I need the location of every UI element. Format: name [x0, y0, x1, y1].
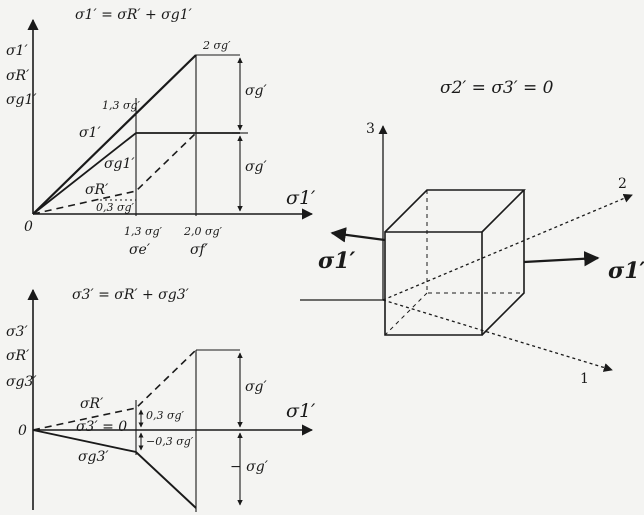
sigma1-total-line	[32, 54, 197, 215]
bottom-pt-up: 0,3 σg′	[146, 409, 185, 422]
bottom-y-label-sigmaR: σR′	[6, 348, 30, 364]
bottom-curve-sigmag3: σg3′	[78, 449, 109, 465]
top-dim-lower: σg′	[245, 159, 267, 175]
force-left-label: σ1′	[318, 248, 356, 274]
force-right-arrow	[523, 251, 600, 267]
bottom-dim-upper: σg′	[245, 379, 267, 395]
bottom-chart	[27, 288, 314, 512]
bottom-y-label-sigmag3: σg3′	[6, 374, 37, 390]
top-y-label-sigmag1: σg1′	[6, 92, 37, 108]
top-pt-1-3: 1,3 σg′	[102, 99, 141, 112]
cube-hidden-edges	[384, 190, 524, 336]
top-origin: 0	[24, 219, 33, 235]
top-chart	[27, 18, 314, 220]
axis-2-label: 2	[618, 176, 627, 192]
top-curve-sigma1: σ1′	[79, 125, 101, 141]
bottom-y-label-sigma3: σ3′	[6, 324, 28, 340]
bottom-x-axis-label: σ1′	[286, 400, 316, 422]
top-curve-sigmag1: σg1′	[104, 156, 135, 172]
sigma-r-bottom	[32, 349, 197, 431]
force-left-arrow	[330, 227, 386, 243]
top-curve-sigmaR: σR′	[85, 182, 109, 198]
top-x-name-f: σf′	[190, 242, 208, 258]
cube-front-face	[384, 231, 483, 336]
top-x-name-e: σe′	[129, 242, 151, 258]
top-pt-0-3: 0,3 σg′	[96, 201, 135, 214]
bottom-dim-lower: − σg′	[230, 459, 268, 475]
cube-figure	[300, 125, 633, 372]
bottom-curve-sigmaR: σR′	[80, 396, 104, 412]
bottom-formula: σ3′ = σR′ + σg3′	[72, 287, 189, 303]
top-y-label-sigma1: σ1′	[6, 43, 28, 59]
cube-side-face	[481, 190, 525, 336]
cube-top-face	[384, 189, 526, 233]
top-x-tick-1-3: 1,3 σg′	[124, 225, 163, 238]
axis-1-label: 1	[580, 371, 589, 387]
top-x-axis-label: σ1′	[286, 187, 316, 209]
top-dim-upper: σg′	[245, 83, 267, 99]
axis-2	[382, 193, 633, 301]
top-x-tick-2-0: 2,0 σg′	[184, 225, 223, 238]
axis-1-diag	[382, 299, 613, 372]
top-pt-2: 2 σg′	[203, 39, 231, 52]
bottom-origin: 0	[18, 423, 27, 439]
sigma-r-line	[32, 132, 197, 215]
force-right-label: σ1′	[608, 258, 644, 284]
bottom-curve-zero: σ3′ = 0	[76, 419, 128, 435]
cube-condition: σ2′ = σ3′ = 0	[440, 78, 554, 98]
top-y-label-sigmaR: σR′	[6, 68, 30, 84]
top-formula: σ1′ = σR′ + σg1′	[75, 7, 192, 23]
axis-3-label: 3	[366, 121, 375, 137]
bottom-pt-down: −0,3 σg′	[146, 435, 194, 448]
